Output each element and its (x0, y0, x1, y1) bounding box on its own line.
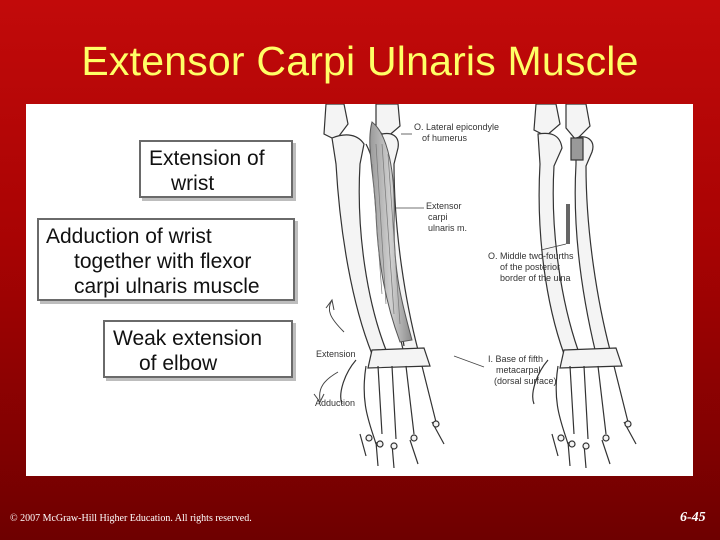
label-adduction: Adduction (315, 398, 355, 408)
action-line: carpi ulnaris muscle (46, 274, 293, 299)
slide-title: Extensor Carpi Ulnaris Muscle (0, 38, 720, 85)
action-line: wrist (149, 171, 291, 196)
label-extensor-carpi-ulnaris: Extensor carpi ulnaris m. (426, 201, 467, 233)
label-origin-humerus: O. Lateral epicondyle of humerus (414, 122, 502, 143)
label-extension: Extension (316, 349, 356, 359)
action-line: together with flexor (46, 249, 293, 274)
action-box-wrist-adduction: Adduction of wrist together with flexor … (37, 218, 295, 301)
action-line: Extension of (149, 146, 291, 171)
action-line: of elbow (113, 351, 291, 376)
action-line: Adduction of wrist (46, 224, 293, 249)
action-line: Weak extension (113, 326, 291, 351)
action-box-wrist-extension: Extension of wrist (139, 140, 293, 198)
action-box-elbow-extension: Weak extension of elbow (103, 320, 293, 378)
label-origin-ulna: O. Middle two-fourths of the posterior b… (488, 251, 576, 283)
right-arm-drawing (533, 104, 636, 468)
label-insertion: I. Base of fifth metacarpal (dorsal surf… (488, 354, 557, 386)
illustration-panel: O. Lateral epicondyle of humerus Extenso… (26, 104, 693, 476)
copyright-footer: © 2007 McGraw-Hill Higher Education. All… (10, 513, 252, 524)
page-number: 6-45 (680, 510, 706, 526)
